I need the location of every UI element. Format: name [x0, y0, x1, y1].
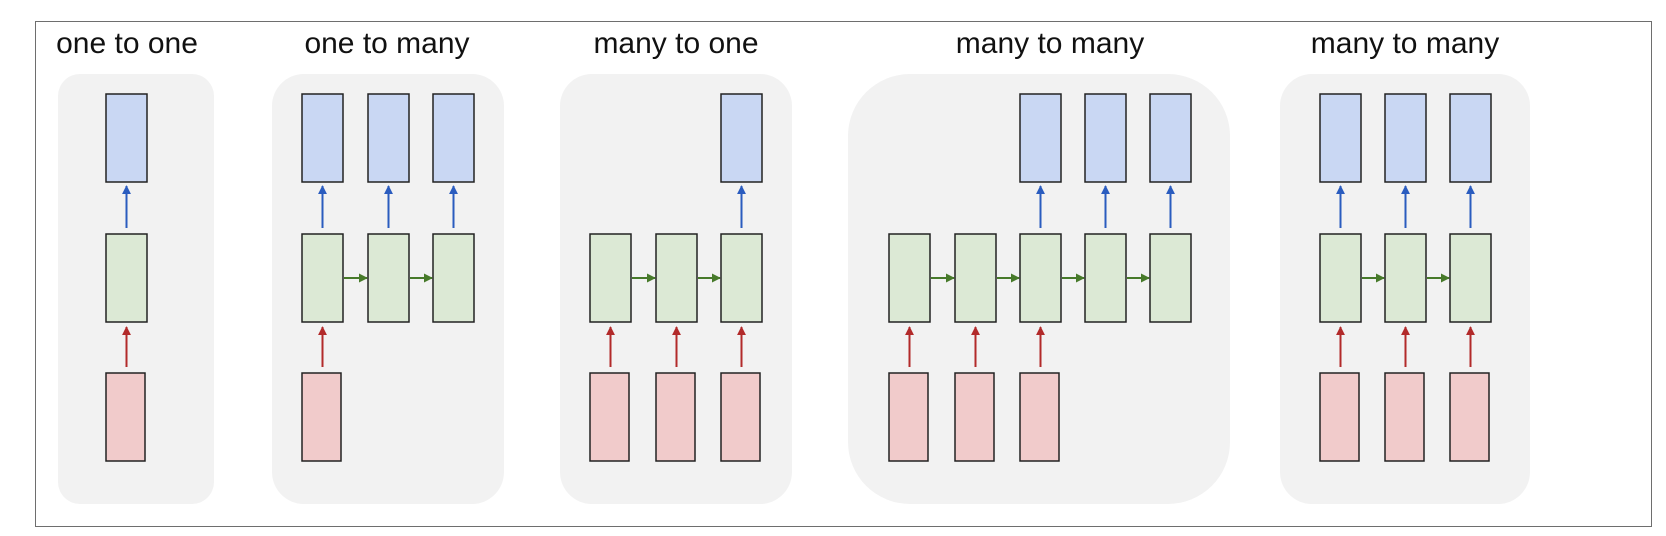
hidden-state-box	[1449, 233, 1492, 323]
hidden-state-box	[1019, 233, 1062, 323]
hidden-state-box	[954, 233, 997, 323]
output-box	[1019, 93, 1062, 183]
hidden-state-box	[655, 233, 698, 323]
input-box	[1019, 372, 1060, 462]
output-box	[301, 93, 344, 183]
output-box	[367, 93, 410, 183]
hidden-state-box	[367, 233, 410, 323]
input-box	[1319, 372, 1360, 462]
output-box	[1084, 93, 1127, 183]
panel-title-many-to-many-a: many to many	[955, 27, 1145, 60]
panel-title-many-to-one: many to one	[593, 27, 759, 60]
hidden-state-box	[1319, 233, 1362, 323]
output-box	[1149, 93, 1192, 183]
input-box	[1449, 372, 1490, 462]
hidden-state-box	[301, 233, 344, 323]
hidden-state-box	[720, 233, 763, 323]
output-box	[1449, 93, 1492, 183]
input-box	[720, 372, 761, 462]
panel-title-one-to-one: one to one	[56, 27, 198, 60]
input-box	[888, 372, 929, 462]
input-box	[301, 372, 342, 462]
hidden-state-box	[105, 233, 148, 323]
input-box	[1384, 372, 1425, 462]
output-box	[105, 93, 148, 183]
input-box	[954, 372, 995, 462]
input-box	[655, 372, 696, 462]
hidden-state-box	[1149, 233, 1192, 323]
output-box	[1384, 93, 1427, 183]
panel-title-one-to-many: one to many	[304, 27, 470, 60]
hidden-state-box	[1084, 233, 1127, 323]
output-box	[432, 93, 475, 183]
output-box	[720, 93, 763, 183]
panel-title-many-to-many-b: many to many	[1310, 27, 1500, 60]
hidden-state-box	[888, 233, 931, 323]
input-box	[589, 372, 630, 462]
input-box	[105, 372, 146, 462]
hidden-state-box	[432, 233, 475, 323]
hidden-state-box	[1384, 233, 1427, 323]
output-box	[1319, 93, 1362, 183]
hidden-state-box	[589, 233, 632, 323]
